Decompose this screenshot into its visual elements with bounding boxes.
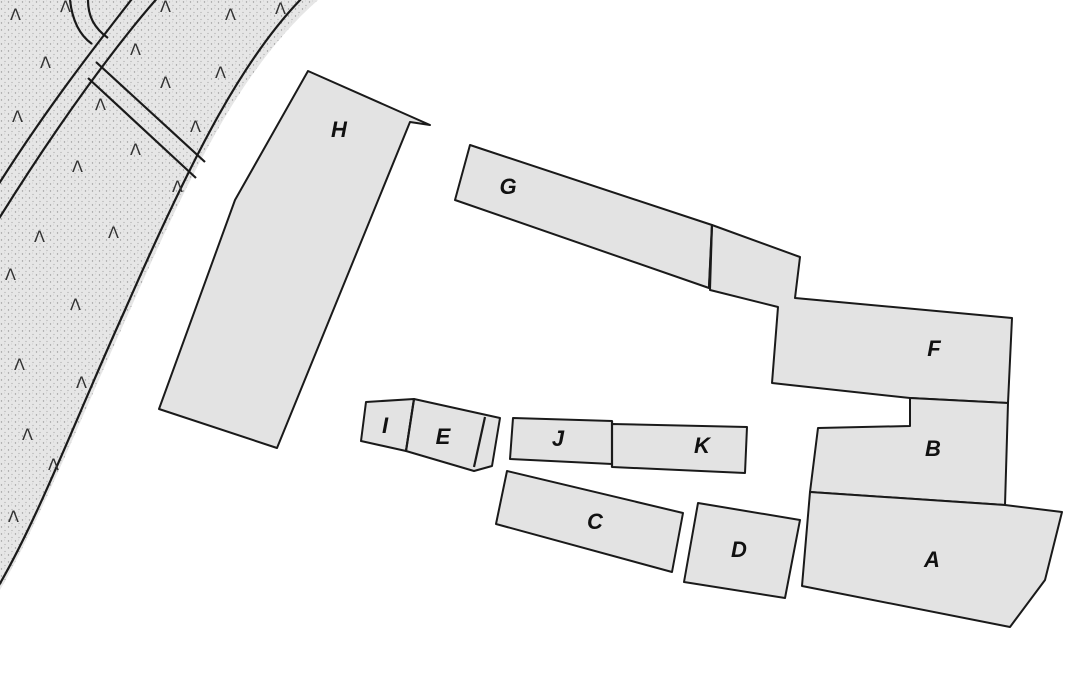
- plot-label-g: G: [499, 174, 516, 199]
- vegetation-symbol: Λ: [275, 0, 286, 18]
- vegetation-symbol: Λ: [108, 223, 119, 242]
- vegetation-symbol: Λ: [190, 117, 201, 136]
- vegetation-symbol: Λ: [70, 295, 81, 314]
- plot-label-c: C: [587, 509, 604, 534]
- road-network: [0, 0, 302, 586]
- land-parcels: [158, 70, 1063, 628]
- vegetation-symbol: Λ: [40, 53, 51, 72]
- plot-a[interactable]: [801, 491, 1063, 628]
- vegetation-area: [0, 0, 318, 590]
- plot-b[interactable]: [809, 397, 1009, 506]
- vegetation-symbol: Λ: [160, 0, 171, 16]
- plot-h[interactable]: [158, 70, 431, 449]
- plot-label-j: J: [552, 426, 565, 451]
- plot-label-h: H: [331, 117, 348, 142]
- plot-label-f: F: [927, 336, 941, 361]
- vegetation-symbol: Λ: [5, 265, 16, 284]
- vegetation-symbol: Λ: [225, 5, 236, 24]
- plot-label-b: B: [925, 436, 941, 461]
- plot-c[interactable]: [495, 470, 684, 573]
- vegetation-symbol: Λ: [10, 5, 21, 24]
- plot-e[interactable]: [405, 398, 501, 472]
- plot-f[interactable]: [709, 224, 1013, 404]
- plot-label-i: I: [382, 413, 389, 438]
- vegetation-symbol: Λ: [130, 140, 141, 159]
- vegetation-symbol: Λ: [8, 507, 19, 526]
- vegetation-symbol: Λ: [22, 425, 33, 444]
- plot-label-a: A: [923, 547, 940, 572]
- vegetation-symbol: Λ: [72, 157, 83, 176]
- plot-label-e: E: [436, 424, 452, 449]
- plot-g[interactable]: [454, 144, 713, 289]
- vegetation-symbol: Λ: [34, 227, 45, 246]
- plot-label-d: D: [731, 537, 747, 562]
- vegetation-symbol: Λ: [172, 177, 183, 196]
- vegetation-symbol: Λ: [14, 355, 25, 374]
- vegetation-symbol: Λ: [160, 73, 171, 92]
- parcel-divisions: [404, 224, 714, 468]
- plot-d[interactable]: [683, 502, 801, 599]
- plot-labels: H G F B A I E J K C D: [331, 117, 941, 572]
- vegetation-symbol: Λ: [76, 373, 87, 392]
- plot-k[interactable]: [611, 423, 748, 474]
- vegetation-symbol: Λ: [130, 40, 141, 59]
- vegetation-symbol: Λ: [95, 95, 106, 114]
- vegetation-symbol: Λ: [12, 107, 23, 126]
- vegetation-symbol: Λ: [48, 455, 59, 474]
- vegetation-symbol: Λ: [60, 0, 71, 16]
- plot-label-k: K: [694, 433, 712, 458]
- vegetation-symbol: Λ: [215, 63, 226, 82]
